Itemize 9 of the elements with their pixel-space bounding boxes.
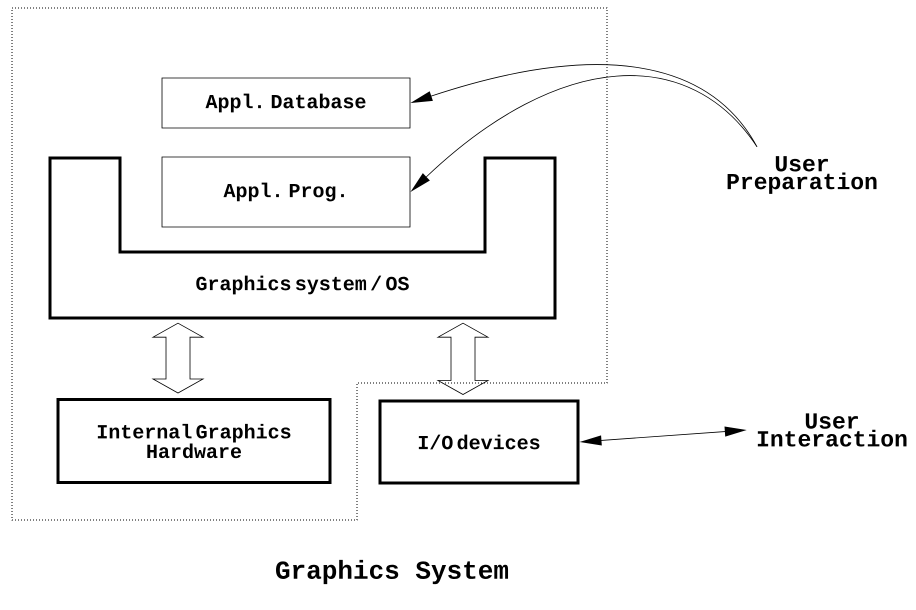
caption: Graphics System [276, 560, 508, 584]
process-box: I/O devices [378, 400, 580, 484]
actor-label: User Preparation [728, 156, 876, 194]
actor-label: User Interaction [758, 413, 906, 447]
process-box: Appl. Prog. [162, 156, 410, 228]
process-box: Appl. Database [162, 78, 410, 128]
block-arrow [151, 322, 205, 394]
process-box: Internal Graphics Hardware [56, 398, 332, 484]
block-arrow [436, 322, 490, 395]
